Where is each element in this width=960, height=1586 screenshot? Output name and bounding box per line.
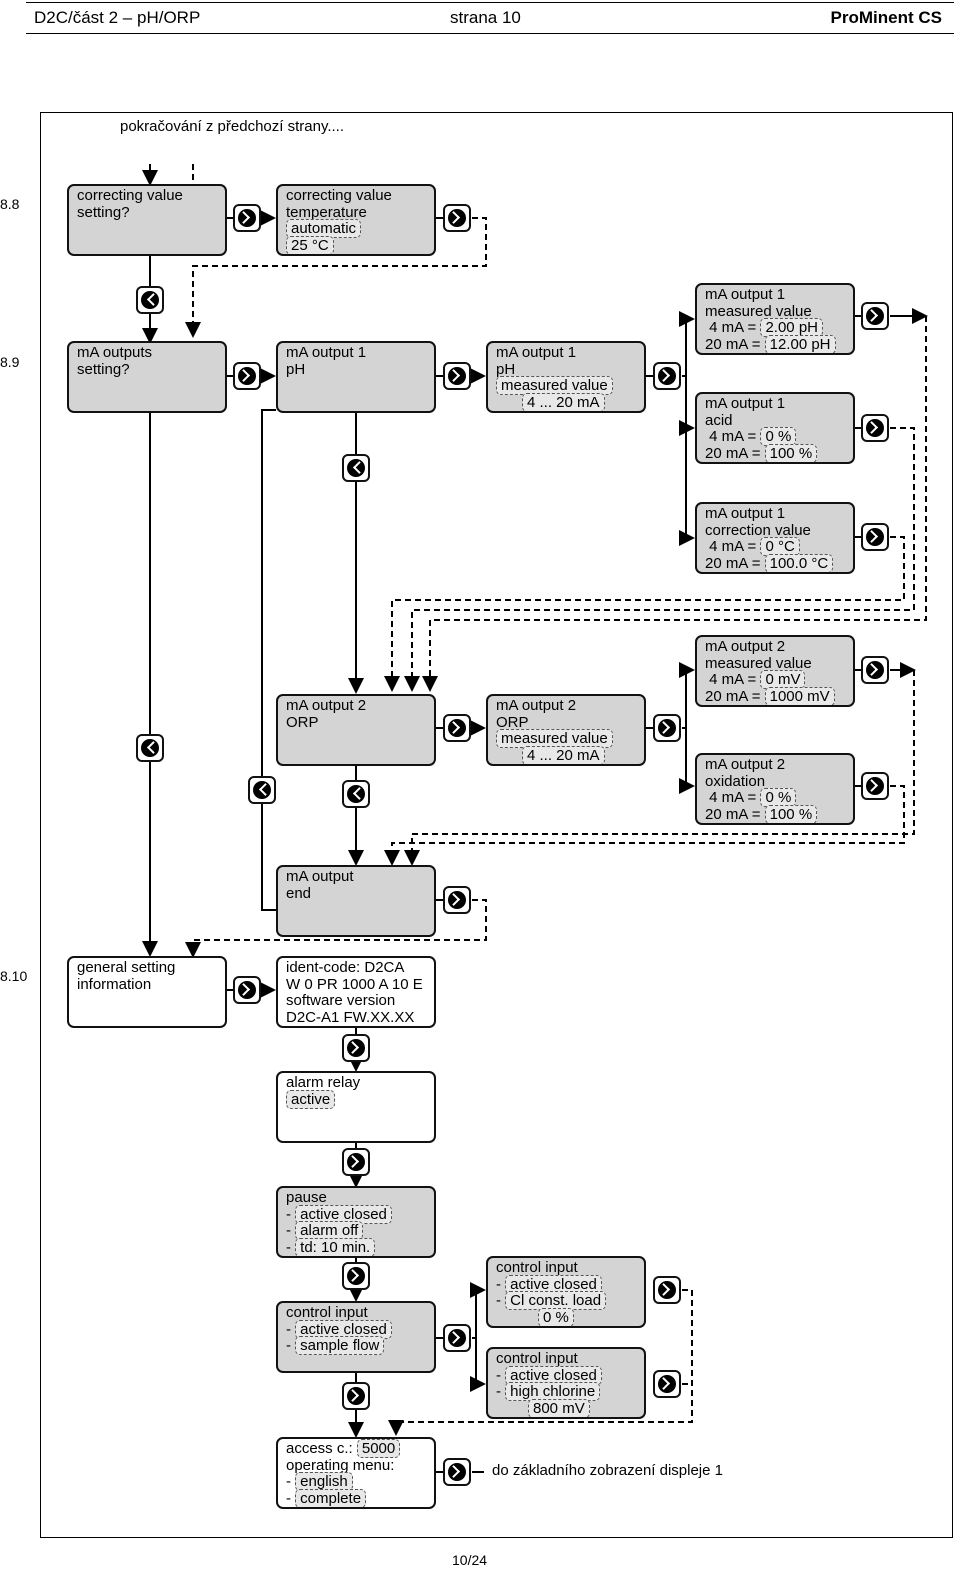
cycle-key-icon bbox=[342, 454, 370, 482]
enter-key-icon bbox=[443, 886, 471, 914]
enter-key-icon bbox=[861, 302, 889, 330]
enter-key-icon bbox=[861, 414, 889, 442]
page-number: 10/24 bbox=[452, 1552, 488, 1568]
enter-key-icon bbox=[443, 204, 471, 232]
page-header: D2C/část 2 – pH/ORP strana 10 ProMinent … bbox=[26, 2, 954, 34]
cycle-key-icon bbox=[342, 780, 370, 808]
enter-key-icon bbox=[443, 362, 471, 390]
flowchart-frame bbox=[40, 112, 953, 1538]
cycle-key-icon bbox=[136, 286, 164, 314]
enter-key-icon bbox=[443, 714, 471, 742]
enter-key-icon bbox=[653, 714, 681, 742]
section-8-10: 8.10 bbox=[0, 968, 28, 984]
enter-key-icon bbox=[443, 1324, 471, 1352]
header-center: strana 10 bbox=[450, 8, 521, 27]
box-control-input-sample-flow: control input- active closed- sample flo… bbox=[276, 1301, 436, 1373]
enter-key-icon bbox=[653, 1276, 681, 1304]
cycle-key-icon bbox=[136, 734, 164, 762]
enter-key-icon bbox=[653, 1370, 681, 1398]
enter-key-icon bbox=[342, 1382, 370, 1410]
box-control-input-cl-const-load: control input- active closed- Cl const. … bbox=[486, 1256, 646, 1328]
enter-key-icon bbox=[233, 362, 261, 390]
enter-key-icon bbox=[342, 1148, 370, 1176]
enter-key-icon bbox=[233, 204, 261, 232]
enter-key-icon bbox=[342, 1034, 370, 1062]
enter-key-icon bbox=[861, 772, 889, 800]
box-pause: pause- active closed- alarm off- td: 10 … bbox=[276, 1186, 436, 1258]
header-left: D2C/část 2 – pH/ORP bbox=[34, 8, 201, 27]
final-note: do základního zobrazení displeje 1 bbox=[492, 1462, 723, 1479]
box-control-input-high-chlorine: control input- active closed- high chlor… bbox=[486, 1347, 646, 1419]
header-right: ProMinent CS bbox=[830, 8, 942, 27]
cycle-key-icon bbox=[248, 776, 276, 804]
intro-text: pokračování z předchozí strany.... bbox=[120, 118, 344, 135]
section-8-8: 8.8 bbox=[0, 196, 20, 212]
enter-key-icon bbox=[861, 523, 889, 551]
enter-key-icon bbox=[342, 1262, 370, 1290]
enter-key-icon bbox=[233, 976, 261, 1004]
enter-key-icon bbox=[653, 362, 681, 390]
enter-key-icon bbox=[861, 656, 889, 684]
enter-key-icon bbox=[443, 1458, 471, 1486]
section-8-9: 8.9 bbox=[0, 354, 20, 370]
